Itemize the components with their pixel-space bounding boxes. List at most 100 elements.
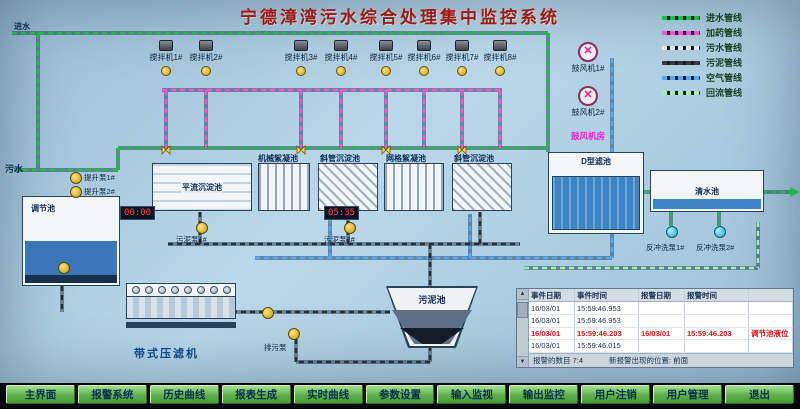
dosing-pump-icon[interactable]: [419, 66, 429, 76]
nav-alarm-button[interactable]: 报警系统: [77, 385, 147, 404]
cell: 16/03/01: [529, 302, 575, 314]
mixer-motor-icon[interactable]: [493, 40, 507, 51]
nav-report-button[interactable]: 报表生成: [221, 385, 291, 404]
pipe-swatch-icon: [662, 75, 700, 80]
mixer-unit: 搅拌机2#: [186, 40, 226, 76]
mixer-label: 搅拌机5#: [369, 53, 403, 62]
scroll-up-icon[interactable]: ▲: [517, 289, 528, 300]
mixer-motor-icon[interactable]: [455, 40, 469, 51]
sludge-transfer-pump-icon[interactable]: [262, 307, 274, 319]
blower-fan-icon[interactable]: ✕: [578, 86, 598, 106]
nav-user-mgmt-button[interactable]: 用户管理: [653, 385, 723, 404]
mixer-label: 搅拌机7#: [445, 53, 479, 62]
mixer-motor-icon[interactable]: [199, 40, 213, 51]
lift-pump-icon[interactable]: [70, 186, 82, 198]
mixer-label: 搅拌机4#: [324, 53, 358, 62]
mixer-motor-icon[interactable]: [417, 40, 431, 51]
lift-pump-icon[interactable]: [70, 172, 82, 184]
cell: 15:59:46.953: [575, 315, 639, 327]
nav-logout-button[interactable]: 用户注销: [581, 385, 651, 404]
blower-room-label: 鼓风机房: [570, 131, 605, 141]
blower-label: 鼓风机2#: [571, 108, 605, 117]
lift-pump-label: 提升泵1#: [84, 173, 115, 182]
sludge-tank: 污泥池: [386, 286, 478, 348]
grid-flocculation-tank: [384, 163, 444, 211]
pipe-swatch-icon: [662, 45, 700, 50]
col-header: 事件时间: [575, 289, 639, 302]
mixer-unit: 搅拌机7#: [442, 40, 482, 76]
cell: 15:59:46.203: [685, 327, 749, 340]
legend-row: 污泥管线: [662, 55, 792, 70]
col-header: [749, 289, 793, 302]
mixer-motor-icon[interactable]: [159, 40, 173, 51]
cycle-timer: 05:35: [324, 206, 360, 220]
nav-parameter-button[interactable]: 参数设置: [365, 385, 435, 404]
mixer-unit: 搅拌机3#: [281, 40, 321, 76]
nav-realtime-curve-button[interactable]: 实时曲线: [293, 385, 363, 404]
d-type-filter: D型滤池: [548, 152, 644, 234]
nav-bar: 主界面 报警系统 历史曲线 报表生成 实时曲线 参数设置 输入监视 输出监控 用…: [6, 385, 794, 404]
dosing-pump-icon[interactable]: [495, 66, 505, 76]
mixer-motor-icon[interactable]: [294, 40, 308, 51]
sewage-in-label: 污水: [5, 164, 24, 174]
cell: [639, 340, 685, 352]
mixer-unit: 搅拌机5#: [366, 40, 406, 76]
mixer-label: 搅拌机2#: [189, 53, 223, 62]
nav-output-monitor-button[interactable]: 输出监控: [509, 385, 579, 404]
backwash-pump-icon[interactable]: [666, 226, 678, 238]
cell: [749, 302, 793, 314]
pipe-swatch-icon: [662, 15, 700, 20]
dosing-pump-icon[interactable]: [457, 66, 467, 76]
legend-row: 空气管线: [662, 70, 792, 85]
legend-label: 空气管线: [706, 73, 743, 83]
legend-label: 污水管线: [706, 43, 743, 53]
mixer-motor-icon[interactable]: [334, 40, 348, 51]
sludge-pump-icon[interactable]: [344, 222, 356, 234]
drain-pump-icon[interactable]: [288, 328, 300, 340]
alarm-scrollbar[interactable]: ▲ ▼: [517, 289, 529, 367]
mixer-unit: 搅拌机1#: [146, 40, 186, 76]
inclined-tube-sedimentation-tank-2: [452, 163, 512, 211]
mixer-label: 搅拌机8#: [483, 53, 517, 62]
cell: [749, 340, 793, 352]
alarm-table-header: 事件日期 事件时间 报警日期 报警时间: [529, 289, 793, 303]
scroll-thumb[interactable]: [517, 302, 528, 318]
tank-label: 平流沉淀池: [181, 181, 223, 193]
legend-label: 加药管线: [706, 28, 743, 38]
mixer-unit: 搅拌机6#: [404, 40, 444, 76]
blower-fan-icon[interactable]: ✕: [578, 42, 598, 62]
legend-row: 回流管线: [662, 85, 792, 100]
backwash-pump-icon[interactable]: [714, 226, 726, 238]
dosing-pump-icon[interactable]: [161, 66, 171, 76]
nav-history-curve-button[interactable]: 历史曲线: [149, 385, 219, 404]
blower-label: 鼓风机1#: [571, 64, 605, 73]
mixer-unit: 搅拌机4#: [321, 40, 361, 76]
nav-input-monitor-button[interactable]: 输入监视: [437, 385, 507, 404]
dosing-pump-icon[interactable]: [296, 66, 306, 76]
backwash-pump-label: 反冲洗泵2#: [696, 243, 735, 252]
valve-icons: [161, 145, 467, 155]
nav-main-button[interactable]: 主界面: [6, 385, 75, 404]
sludge-pump-icon[interactable]: [196, 222, 208, 234]
filter-media: [552, 176, 640, 230]
mechanical-flocculation-tank: [258, 163, 310, 211]
sludge-pump-label: 污泥泵1#: [176, 235, 207, 244]
dosing-pump-icon[interactable]: [381, 66, 391, 76]
scroll-down-icon[interactable]: ▼: [517, 356, 528, 367]
mixer-motor-icon[interactable]: [379, 40, 393, 51]
nav-exit-button[interactable]: 退出: [725, 385, 794, 404]
dosing-pump-icon[interactable]: [201, 66, 211, 76]
tank-pump-icon[interactable]: [58, 262, 70, 274]
dosing-pump-icon[interactable]: [336, 66, 346, 76]
cell: [749, 315, 793, 327]
tank-label: D型滤池: [581, 157, 611, 166]
cell: 16/03/01: [639, 327, 685, 340]
cycle-timer: 00:00: [120, 206, 156, 220]
legend-label: 回流管线: [706, 88, 743, 98]
